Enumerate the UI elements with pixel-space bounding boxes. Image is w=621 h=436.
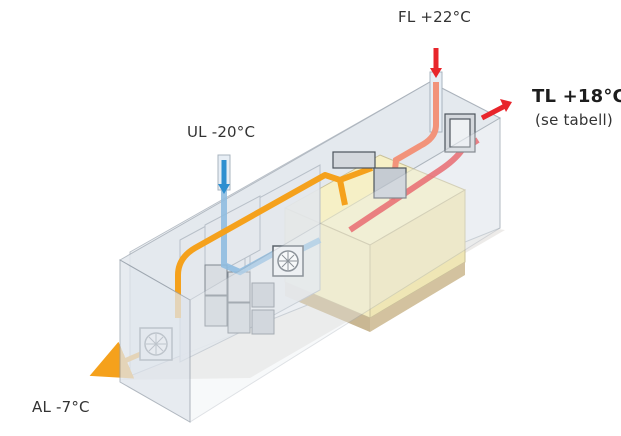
- exhaust-air-path: [175, 172, 348, 318]
- outdoor-air-arrowhead-icon: [218, 184, 230, 194]
- heat-exchanger-base: [370, 262, 465, 332]
- filter-bank: [204, 264, 275, 335]
- exhaust-air-label: AL -7°C: [32, 398, 90, 416]
- outdoor-air-path: [221, 160, 282, 276]
- supply-air-note: (se tabell): [535, 111, 613, 129]
- exhaust-air-path-lower: [338, 165, 374, 183]
- extract-air-path: [389, 82, 439, 201]
- supply-air-label: TL +18°C: [532, 86, 621, 107]
- housing-front-wall: [119, 259, 191, 423]
- supply-air-arrow-icon: [480, 103, 507, 121]
- outdoor-air-label: UL -20°C: [187, 123, 256, 141]
- supply-air-arrowhead-icon: [500, 99, 512, 112]
- damper-grille: [332, 113, 476, 199]
- extract-air-label: FL +22°C: [398, 8, 471, 26]
- housing-front-panel: [189, 117, 501, 423]
- supply-fan: [272, 245, 304, 277]
- extract-air-arrowhead-icon: [430, 68, 442, 78]
